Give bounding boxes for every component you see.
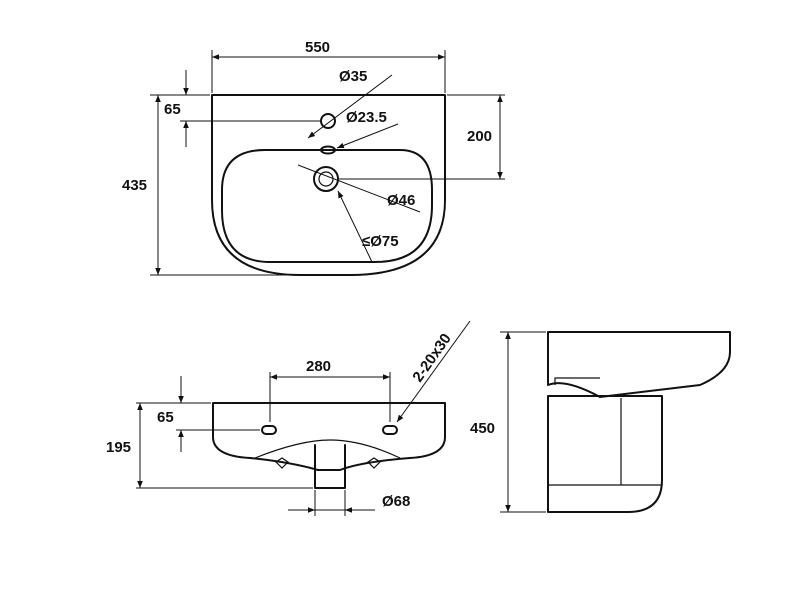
overflow-hole-label: Ø23.5 <box>346 109 387 126</box>
tap-hole <box>320 113 336 129</box>
leader-fixing-holes <box>396 320 471 423</box>
leader-waste-max <box>337 190 373 263</box>
front-view: 280 2-20x30 65 195 Ø68 <box>106 320 471 516</box>
side-view: 450 <box>470 331 731 513</box>
dim-depth-label: 435 <box>122 177 147 194</box>
leader-overflow <box>336 123 399 149</box>
leader-tap-hole <box>307 74 393 139</box>
basin-outline-side <box>547 331 731 398</box>
fixing-bolt-left <box>275 457 289 469</box>
overflow-hole <box>320 145 336 155</box>
basin-outline-front <box>212 402 446 471</box>
basin-outline-top <box>211 94 446 276</box>
fixing-hole-right <box>382 425 398 435</box>
dim-waste-offset-label: 200 <box>467 128 492 145</box>
dim-tap-offset-label: 65 <box>164 101 181 118</box>
waste-hole-label: Ø46 <box>387 192 415 209</box>
bowl-underside <box>254 439 401 459</box>
tap-hole-label: Ø35 <box>339 68 367 85</box>
fixing-spacing-label: 280 <box>306 358 331 375</box>
leader-waste <box>297 164 421 213</box>
fixing-bolt-right <box>367 457 381 469</box>
side-height-label: 450 <box>470 420 495 437</box>
front-height-label: 195 <box>106 439 131 456</box>
bowl-outline-top <box>221 149 433 263</box>
waste-max-label: ≤Ø75 <box>362 233 399 250</box>
fixing-holes-label: 2-20x30 <box>409 330 455 385</box>
fixing-hole-left <box>261 425 277 435</box>
front-offset-label: 65 <box>157 409 174 426</box>
waste-outlet <box>314 444 346 489</box>
basin-rim-side <box>554 377 600 385</box>
pedestal-width-label: Ø68 <box>382 493 410 510</box>
top-view: 550 435 65 200 Ø35 Ø23.5 Ø46 ≤Ø75 <box>122 39 505 276</box>
pedestal-outline-side <box>547 395 663 513</box>
dim-width-label: 550 <box>305 39 330 56</box>
